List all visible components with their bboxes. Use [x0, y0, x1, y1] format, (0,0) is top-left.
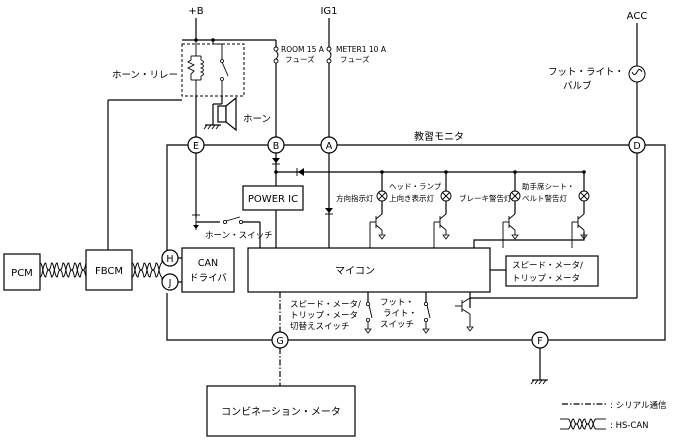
meter-fuse — [326, 18, 332, 140]
terminal-e-label: E — [193, 141, 199, 152]
foot-light-switch-symbol — [422, 292, 431, 334]
terminal-b: B — [267, 136, 285, 154]
foot-light-switch-label-2: ライト・ — [383, 309, 417, 319]
fbcm-box — [85, 249, 133, 291]
foot-light-bulb-label-1: フット・ライト・ — [548, 67, 624, 78]
supply-ig1: IG1 — [320, 6, 337, 17]
can-driver-box — [181, 247, 235, 293]
room-fuse — [273, 40, 279, 140]
speed-trip-meter-label-2: トリップ・メータ — [512, 274, 580, 284]
lamp-headlamp-bulb-icon — [440, 190, 452, 202]
terminal-f: F — [531, 331, 549, 349]
terminal-g: G — [271, 331, 289, 349]
lamp-seatbelt-bulb-icon — [578, 190, 590, 202]
instrument-monitor-label: 教習モニタ — [414, 130, 464, 143]
instrument-monitor-frame — [166, 144, 666, 341]
foot-light-bulb-label-2: バルブ — [563, 80, 592, 92]
power-ic-box — [242, 185, 304, 211]
horn-symbol — [203, 96, 237, 132]
plus-b-wiring — [182, 18, 276, 42]
terminal-a-label: A — [326, 141, 333, 152]
fbcm-label: FBCM — [95, 266, 123, 277]
terminal-d: D — [628, 136, 646, 154]
can-twisted-pair-pcm-fbcm — [39, 262, 87, 278]
foot-light-bulb-symbol — [628, 23, 646, 140]
combination-meter-box — [206, 385, 356, 437]
foot-light-switch-label-3: スイッチ — [380, 320, 414, 330]
terminal-g-label: G — [276, 336, 283, 347]
terminal-j-label: J — [168, 278, 172, 289]
room-fuse-type: フューズ — [285, 54, 315, 64]
pcm-label: PCM — [11, 268, 33, 279]
internal-wiring — [192, 153, 638, 299]
terminal-h-label: H — [166, 254, 173, 265]
select-switch-label-2: トリップ・メータ — [290, 311, 358, 321]
meter-fuse-name: METER1 10 A — [336, 45, 387, 54]
horn-relay-label: ホーン・リレー — [112, 70, 178, 81]
terminal-j: J — [161, 273, 179, 291]
lamp-brake-circuit — [502, 170, 521, 248]
lamp-headlamp-circuit — [433, 170, 452, 248]
legend-can-symbol — [560, 418, 606, 430]
power-ic-label: POWER IC — [248, 194, 298, 205]
legend-serial-label: : シリアル通信 — [610, 400, 667, 411]
lamp-seatbelt-label-2: ベルト警告灯 — [522, 193, 567, 203]
terminal-b-label: B — [273, 141, 280, 152]
select-switch-symbol — [364, 292, 373, 334]
can-driver-label-1: CAN — [198, 258, 218, 269]
meter-fuse-type: フューズ — [340, 54, 370, 64]
speed-trip-meter-label-1: スピード・メータ/ — [512, 261, 583, 271]
lamp-headlamp-label-1: ヘッド・ランプ — [389, 182, 442, 191]
supply-acc: ACC — [627, 11, 648, 22]
foot-light-switch-label-1: フット・ — [380, 298, 414, 308]
lamp-headlamp-label-2: 上向き表示灯 — [389, 193, 434, 203]
speed-trip-meter-box — [505, 255, 599, 287]
lamp-brake-bulb-icon — [509, 190, 521, 202]
select-switch-label-3: 切替えスイッチ — [290, 321, 350, 332]
supply-plus-b: +B — [188, 6, 203, 17]
microcomputer-box — [247, 247, 491, 293]
lamp-brake-label: ブレーキ警告灯 — [459, 193, 512, 203]
terminal-h: H — [161, 249, 179, 267]
horn-relay — [181, 40, 245, 97]
lamp-circuits — [369, 170, 590, 248]
terminal-a: A — [320, 136, 338, 154]
legend: : シリアル通信 : HS-CAN — [560, 400, 667, 431]
room-fuse-name: ROOM 15 A — [281, 45, 325, 54]
terminal-e: E — [187, 136, 205, 154]
horn-switch-label: ホーン・スイッチ — [205, 231, 273, 241]
legend-can-label: : HS-CAN — [610, 421, 649, 431]
can-driver-label-2: ドライバ — [189, 273, 227, 284]
combination-meter-label: コンビネーション・メータ — [221, 406, 341, 418]
external-wiring — [107, 96, 197, 250]
lamp-seatbelt-label-1: 助手席シート・ — [522, 181, 575, 191]
lamp-turn-bulb-icon — [376, 190, 388, 202]
lamp-seatbelt-circuit — [571, 170, 590, 248]
lamp-turn-circuit — [369, 170, 388, 248]
ground-f — [530, 348, 548, 385]
terminal-d-label: D — [633, 141, 640, 152]
can-twisted-pair-fbcm-monitor — [131, 258, 163, 282]
microcomputer-label: マイコン — [335, 266, 375, 277]
pcm-box — [3, 253, 41, 291]
horn-label: ホーン — [243, 114, 271, 125]
lamp-turn-label: 方向指示灯 — [336, 193, 374, 203]
foot-light-driver-transistor — [455, 292, 474, 332]
select-switch-label-1: スピード・メータ/ — [290, 300, 361, 310]
terminal-f-label: F — [537, 336, 542, 347]
